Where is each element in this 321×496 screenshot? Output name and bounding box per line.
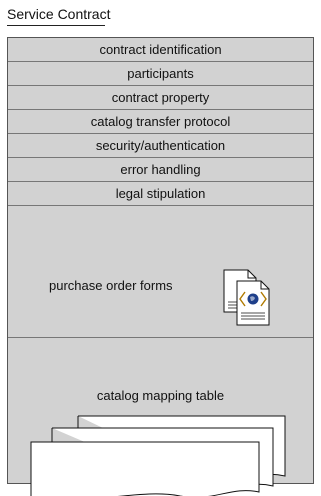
section-legal-stipulation: legal stipulation — [8, 182, 313, 206]
section-catalog-transfer-protocol: catalog transfer protocol — [8, 110, 313, 134]
section-label: legal stipulation — [115, 185, 206, 201]
catalog-mapping-label: catalog mapping table — [96, 388, 225, 403]
section-label: contract identification — [99, 41, 222, 57]
section-label: contract property — [111, 89, 210, 105]
section-security-authentication: security/authentication — [8, 134, 313, 158]
diagram-title: Service Contract — [7, 6, 111, 22]
document-stack-icon — [223, 269, 270, 326]
section-catalog-mapping-table: catalog mapping table — [8, 338, 313, 496]
section-label: catalog transfer protocol — [90, 113, 231, 129]
section-label: participants — [127, 65, 194, 81]
title-underline — [7, 25, 105, 26]
section-participants: participants — [8, 62, 313, 86]
section-purchase-order-forms: purchase order forms — [8, 238, 313, 338]
paper-stack-icon — [30, 415, 286, 496]
section-error-handling: error handling — [8, 158, 313, 182]
section-label: error handling — [120, 161, 201, 177]
section-label: security/authentication — [95, 137, 226, 153]
section-contract-property: contract property — [8, 86, 313, 110]
purchase-order-label: purchase order forms — [49, 278, 173, 293]
section-contract-identification: contract identification — [8, 38, 313, 62]
service-contract-container: contract identification participants con… — [7, 37, 314, 496]
